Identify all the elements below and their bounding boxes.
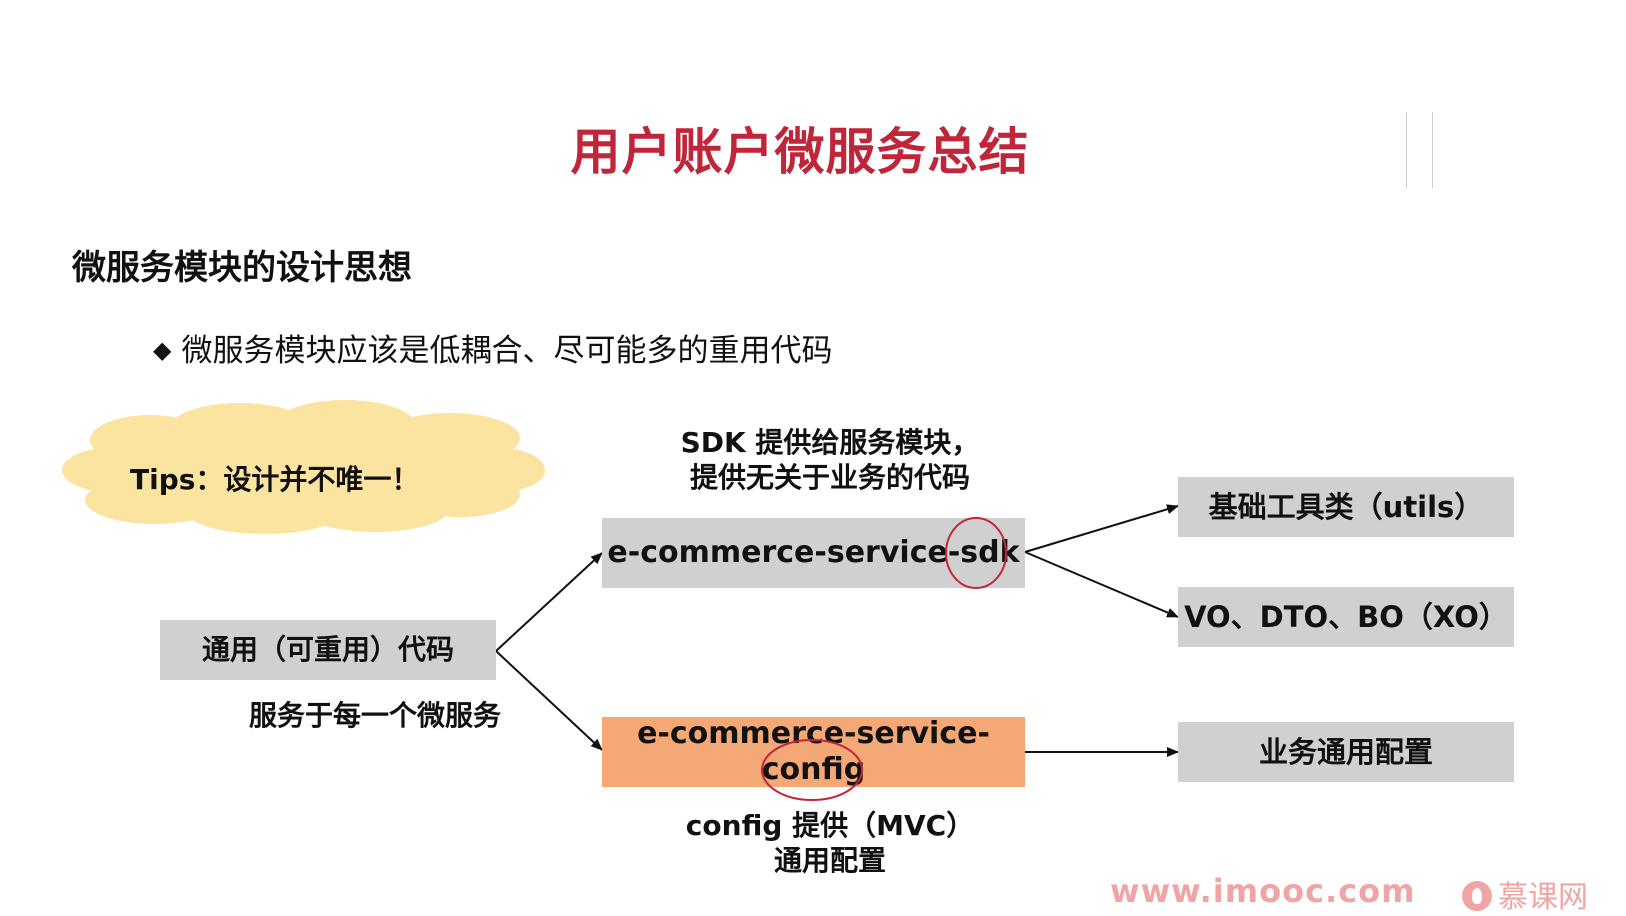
arrow-sdk-to-utils bbox=[1024, 504, 1179, 553]
watermark-url: www.imooc.com bbox=[1110, 872, 1416, 910]
divider-line bbox=[1406, 112, 1407, 188]
business-config-box: 业务通用配置 bbox=[1178, 722, 1514, 782]
config-module-box: e-commerce-service- config bbox=[602, 716, 1025, 787]
vo-dto-bo-box: VO、DTO、BO（XO） bbox=[1178, 587, 1514, 647]
sdk-module-box: e-commerce-service-sdk bbox=[602, 518, 1025, 588]
page-title: 用户账户微服务总结 bbox=[570, 123, 1030, 181]
arrow-sdk-to-vo bbox=[1024, 551, 1179, 618]
common-code-box: 通用（可重用）代码 bbox=[160, 620, 496, 680]
config-caption: config 提供（MVC） 通用配置 bbox=[685, 809, 975, 877]
section-heading: 微服务模块的设计思想 bbox=[72, 248, 412, 288]
diamond-bullet-icon: ◆ bbox=[153, 336, 172, 364]
sdk-caption: SDK 提供给服务模块， 提供无关于业务的代码 bbox=[680, 426, 980, 494]
tips-cloud bbox=[62, 400, 545, 534]
utils-box: 基础工具类（utils） bbox=[1178, 477, 1514, 537]
divider-line bbox=[1432, 112, 1433, 188]
bullet-point: ◆ 微服务模块应该是低耦合、尽可能多的重用代码 bbox=[153, 325, 832, 370]
serve-caption: 服务于每一个微服务 bbox=[248, 699, 501, 732]
arrow-common-to-sdk bbox=[495, 552, 603, 652]
tips-text: Tips：设计并不唯一！ bbox=[130, 463, 420, 496]
arrow-common-to-config bbox=[495, 650, 603, 751]
watermark-logo: 慕课网 bbox=[1462, 872, 1588, 916]
flame-icon bbox=[1462, 881, 1492, 911]
bullet-text: 微服务模块应该是低耦合、尽可能多的重用代码 bbox=[181, 333, 833, 369]
